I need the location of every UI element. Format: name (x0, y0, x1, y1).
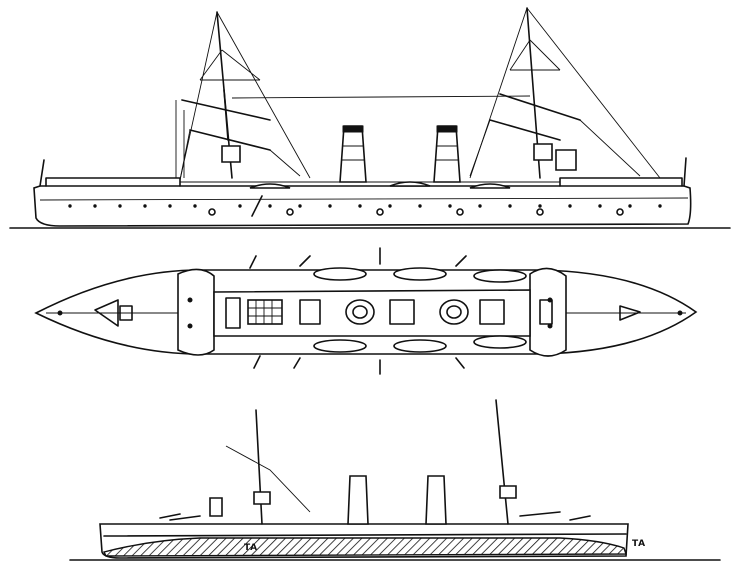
funnel-top-aft (439, 299, 469, 325)
armour-profile: ТА ТА (69, 399, 721, 561)
profile-funnel-fore (347, 475, 369, 525)
armour-deck (102, 537, 627, 557)
funnel-aft (433, 125, 461, 183)
funnel-fore (339, 125, 367, 183)
skylight-grid (247, 299, 283, 325)
funnel-top-fore (345, 299, 375, 325)
profile-funnel-aft (425, 475, 447, 525)
hull-portholes (68, 204, 662, 216)
label-ta-stern: ТА (632, 539, 645, 549)
foremast (175, 11, 311, 181)
mainmast (469, 7, 661, 179)
deck-plan (34, 247, 698, 375)
label-ta-midships: ТА (244, 543, 257, 553)
side-elevation (9, 7, 731, 229)
